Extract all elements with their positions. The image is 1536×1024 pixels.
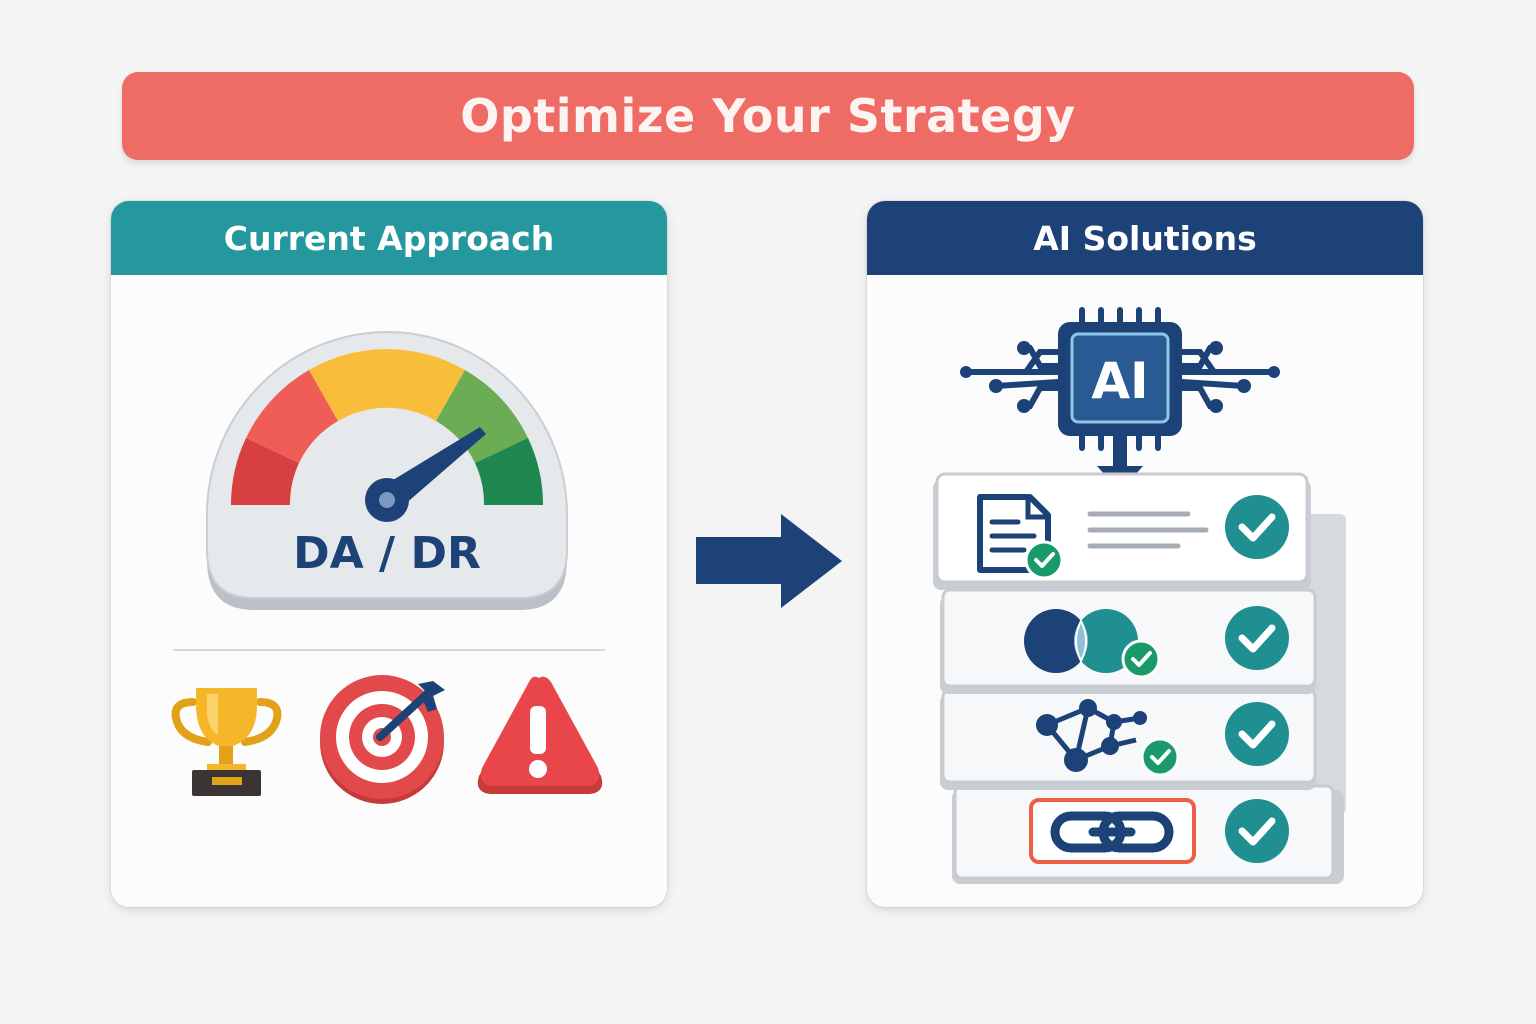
ai-chip-label: AI bbox=[1091, 352, 1148, 410]
ai-solutions-title: AI Solutions bbox=[1033, 218, 1257, 258]
ai-solutions-header: AI Solutions bbox=[867, 201, 1423, 275]
gauge-label: DA / DR bbox=[293, 528, 481, 579]
title-banner: Optimize Your Strategy bbox=[122, 72, 1414, 160]
current-approach-title: Current Approach bbox=[223, 218, 555, 258]
page-title: Optimize Your Strategy bbox=[460, 89, 1076, 143]
current-approach-header: Current Approach bbox=[111, 201, 667, 275]
